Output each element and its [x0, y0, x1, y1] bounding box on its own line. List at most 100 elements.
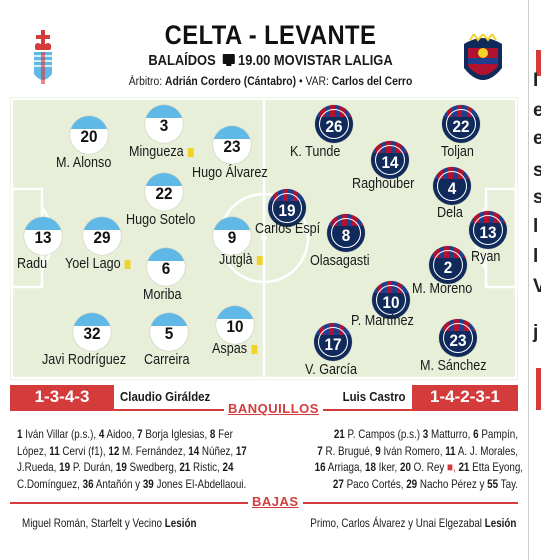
player-name-text: Dela [437, 204, 463, 221]
player-number: 19 [278, 201, 296, 220]
player-name: Radu [17, 255, 47, 272]
bench-player-text: O. Rey [410, 460, 448, 475]
badge-ring [443, 323, 473, 353]
player-name: Yoel Lago [65, 255, 131, 272]
bench-player-text: Antañón y [93, 477, 143, 492]
player-name-text: P. Martínez [351, 312, 414, 329]
badge-ring [376, 285, 406, 315]
var-label: • VAR: [298, 76, 329, 88]
bench-player-text: Jones El-Abdellaoui. [153, 477, 247, 492]
celta-absences-reason: Lesión [164, 516, 197, 530]
player-number: 4 [447, 179, 457, 198]
shirt-number: 27 [332, 477, 344, 492]
player-number: 10 [382, 293, 400, 312]
badge-ring [318, 327, 348, 357]
shirt-number: 6 [473, 427, 479, 441]
side-letter: I [533, 70, 539, 91]
bench-line: 27 Paco Cortés, 29 Nacho Pérez y 55 Tay. [315, 476, 518, 493]
shirt-number: 19 [115, 460, 127, 475]
shirt-number: 8 [209, 427, 216, 441]
yellow-card-icon [256, 256, 263, 265]
player-name: Toljan [441, 143, 474, 160]
player-name-text: Aspas [212, 340, 248, 357]
celta-player-badge: 23 [213, 126, 251, 164]
bench-player-text: C.Domínguez, [17, 477, 83, 492]
player-number: 29 [93, 228, 111, 247]
side-letter: V [533, 276, 541, 297]
bench-player-text: Ristic, [190, 460, 223, 475]
levante-crest-icon [464, 32, 502, 80]
player-name-text: Mingueza [129, 143, 184, 160]
levante-bench: 21 P. Campos (p.s.) 3 Matturro, 6 Pampín… [270, 426, 523, 493]
shirt-number: 21 [333, 427, 345, 441]
shirt-number: 36 [82, 477, 94, 492]
player-name-text: Hugo Álvarez [192, 164, 268, 181]
bench-player-text: Nacho Pérez y [417, 477, 488, 492]
celta-player-badge: 29 [83, 217, 121, 255]
side-letter: l [533, 246, 539, 267]
player-name: Moriba [143, 286, 182, 303]
shirt-number: 21 [458, 460, 470, 475]
player-name-text: M. Alonso [56, 154, 112, 171]
bench-line: 1 Iván Villar (p.s.), 4 Aidoo, 7 Borja I… [17, 426, 233, 443]
levante-absences: Primo, Carlos Álvarez y Unai Elgezabal L… [310, 515, 516, 532]
shirt-number: 24 [222, 460, 234, 475]
player-name: Hugo Álvarez [192, 164, 268, 181]
side-red-marker-bottom [536, 368, 541, 410]
shirt-number: 14 [188, 443, 200, 458]
bench-player-text: ■, [447, 460, 459, 475]
bench-player-text: Borja Iglesias, [142, 427, 210, 441]
player-number: 22 [452, 117, 470, 136]
badge-ring [319, 109, 349, 139]
player-number: 13 [479, 223, 497, 242]
tv-icon [222, 54, 235, 66]
celta-coach: Claudio Giráldez [120, 389, 211, 404]
bench-player-text: Pampín, [478, 427, 518, 441]
celta-player-badge: 10 [216, 306, 254, 344]
player-number: 6 [161, 259, 171, 278]
bench-line: 16 Arriaga, 18 Iker, 20 O. Rey ■, 21 Ett… [315, 459, 523, 476]
levante-player-badge: 14 [371, 141, 409, 179]
bench-player-text: Iker, [375, 460, 400, 475]
side-letter: e [533, 100, 541, 121]
celta-absences-text: Miguel Román, Starfelt y Vecino [22, 516, 163, 530]
player-name-text: Raghouber [352, 175, 415, 192]
badge-ring [331, 218, 361, 248]
levante-player-badge: 4 [433, 167, 471, 205]
bench-player-text: M. Fernández, [119, 443, 189, 458]
formation-bar: 1-3-4-3 Claudio Giráldez Luis Castro 1-4… [10, 385, 518, 409]
player-name-text: V. García [305, 361, 358, 378]
player-number: 23 [449, 331, 467, 350]
levante-player-badge: 19 [268, 189, 306, 227]
shirt-number: 12 [108, 443, 120, 458]
levante-player-badge: 8 [327, 214, 365, 252]
shirt-number: 4 [98, 427, 105, 441]
player-number: 32 [83, 324, 101, 343]
celta-player-badge: 3 [145, 105, 183, 143]
shirt-number: 1 [17, 427, 23, 441]
celta-bench: 1 Iván Villar (p.s.), 4 Aidoo, 7 Borja I… [17, 426, 267, 493]
player-name-text: Yoel Lago [65, 255, 121, 272]
levante-player-badge: 10 [372, 281, 410, 319]
levante-player-badge: 2 [429, 246, 467, 284]
shirt-number: 3 [422, 427, 429, 441]
bench-player-text: Núñez, [199, 443, 236, 458]
bench-player-text: Paco Cortés, [343, 477, 407, 492]
celta-formation: 1-3-4-3 [10, 385, 114, 409]
bench-player-text: Tay. [498, 477, 518, 492]
celta-absences: Miguel Román, Starfelt y Vecino Lesión [22, 515, 196, 532]
bench-player-text: Cervi (f1), [59, 443, 109, 458]
player-name-text: M. Sánchez [420, 357, 487, 374]
bench-player-text: López, [17, 443, 50, 458]
badge-ring [437, 171, 467, 201]
side-column-rule [528, 0, 529, 560]
yellow-card-icon [124, 260, 131, 269]
bench-line: López, 11 Cervi (f1), 12 M. Fernández, 1… [17, 443, 247, 460]
bench-player-text: Etta Eyong, [469, 460, 524, 475]
player-name: Jutglà [219, 251, 263, 268]
player-name: Raghouber [352, 175, 414, 192]
celta-player-badge: 5 [150, 313, 188, 351]
yellow-card-icon [187, 148, 194, 157]
bench-player-text: Arriaga, [325, 460, 365, 475]
player-name: K. Tunde [290, 143, 340, 160]
